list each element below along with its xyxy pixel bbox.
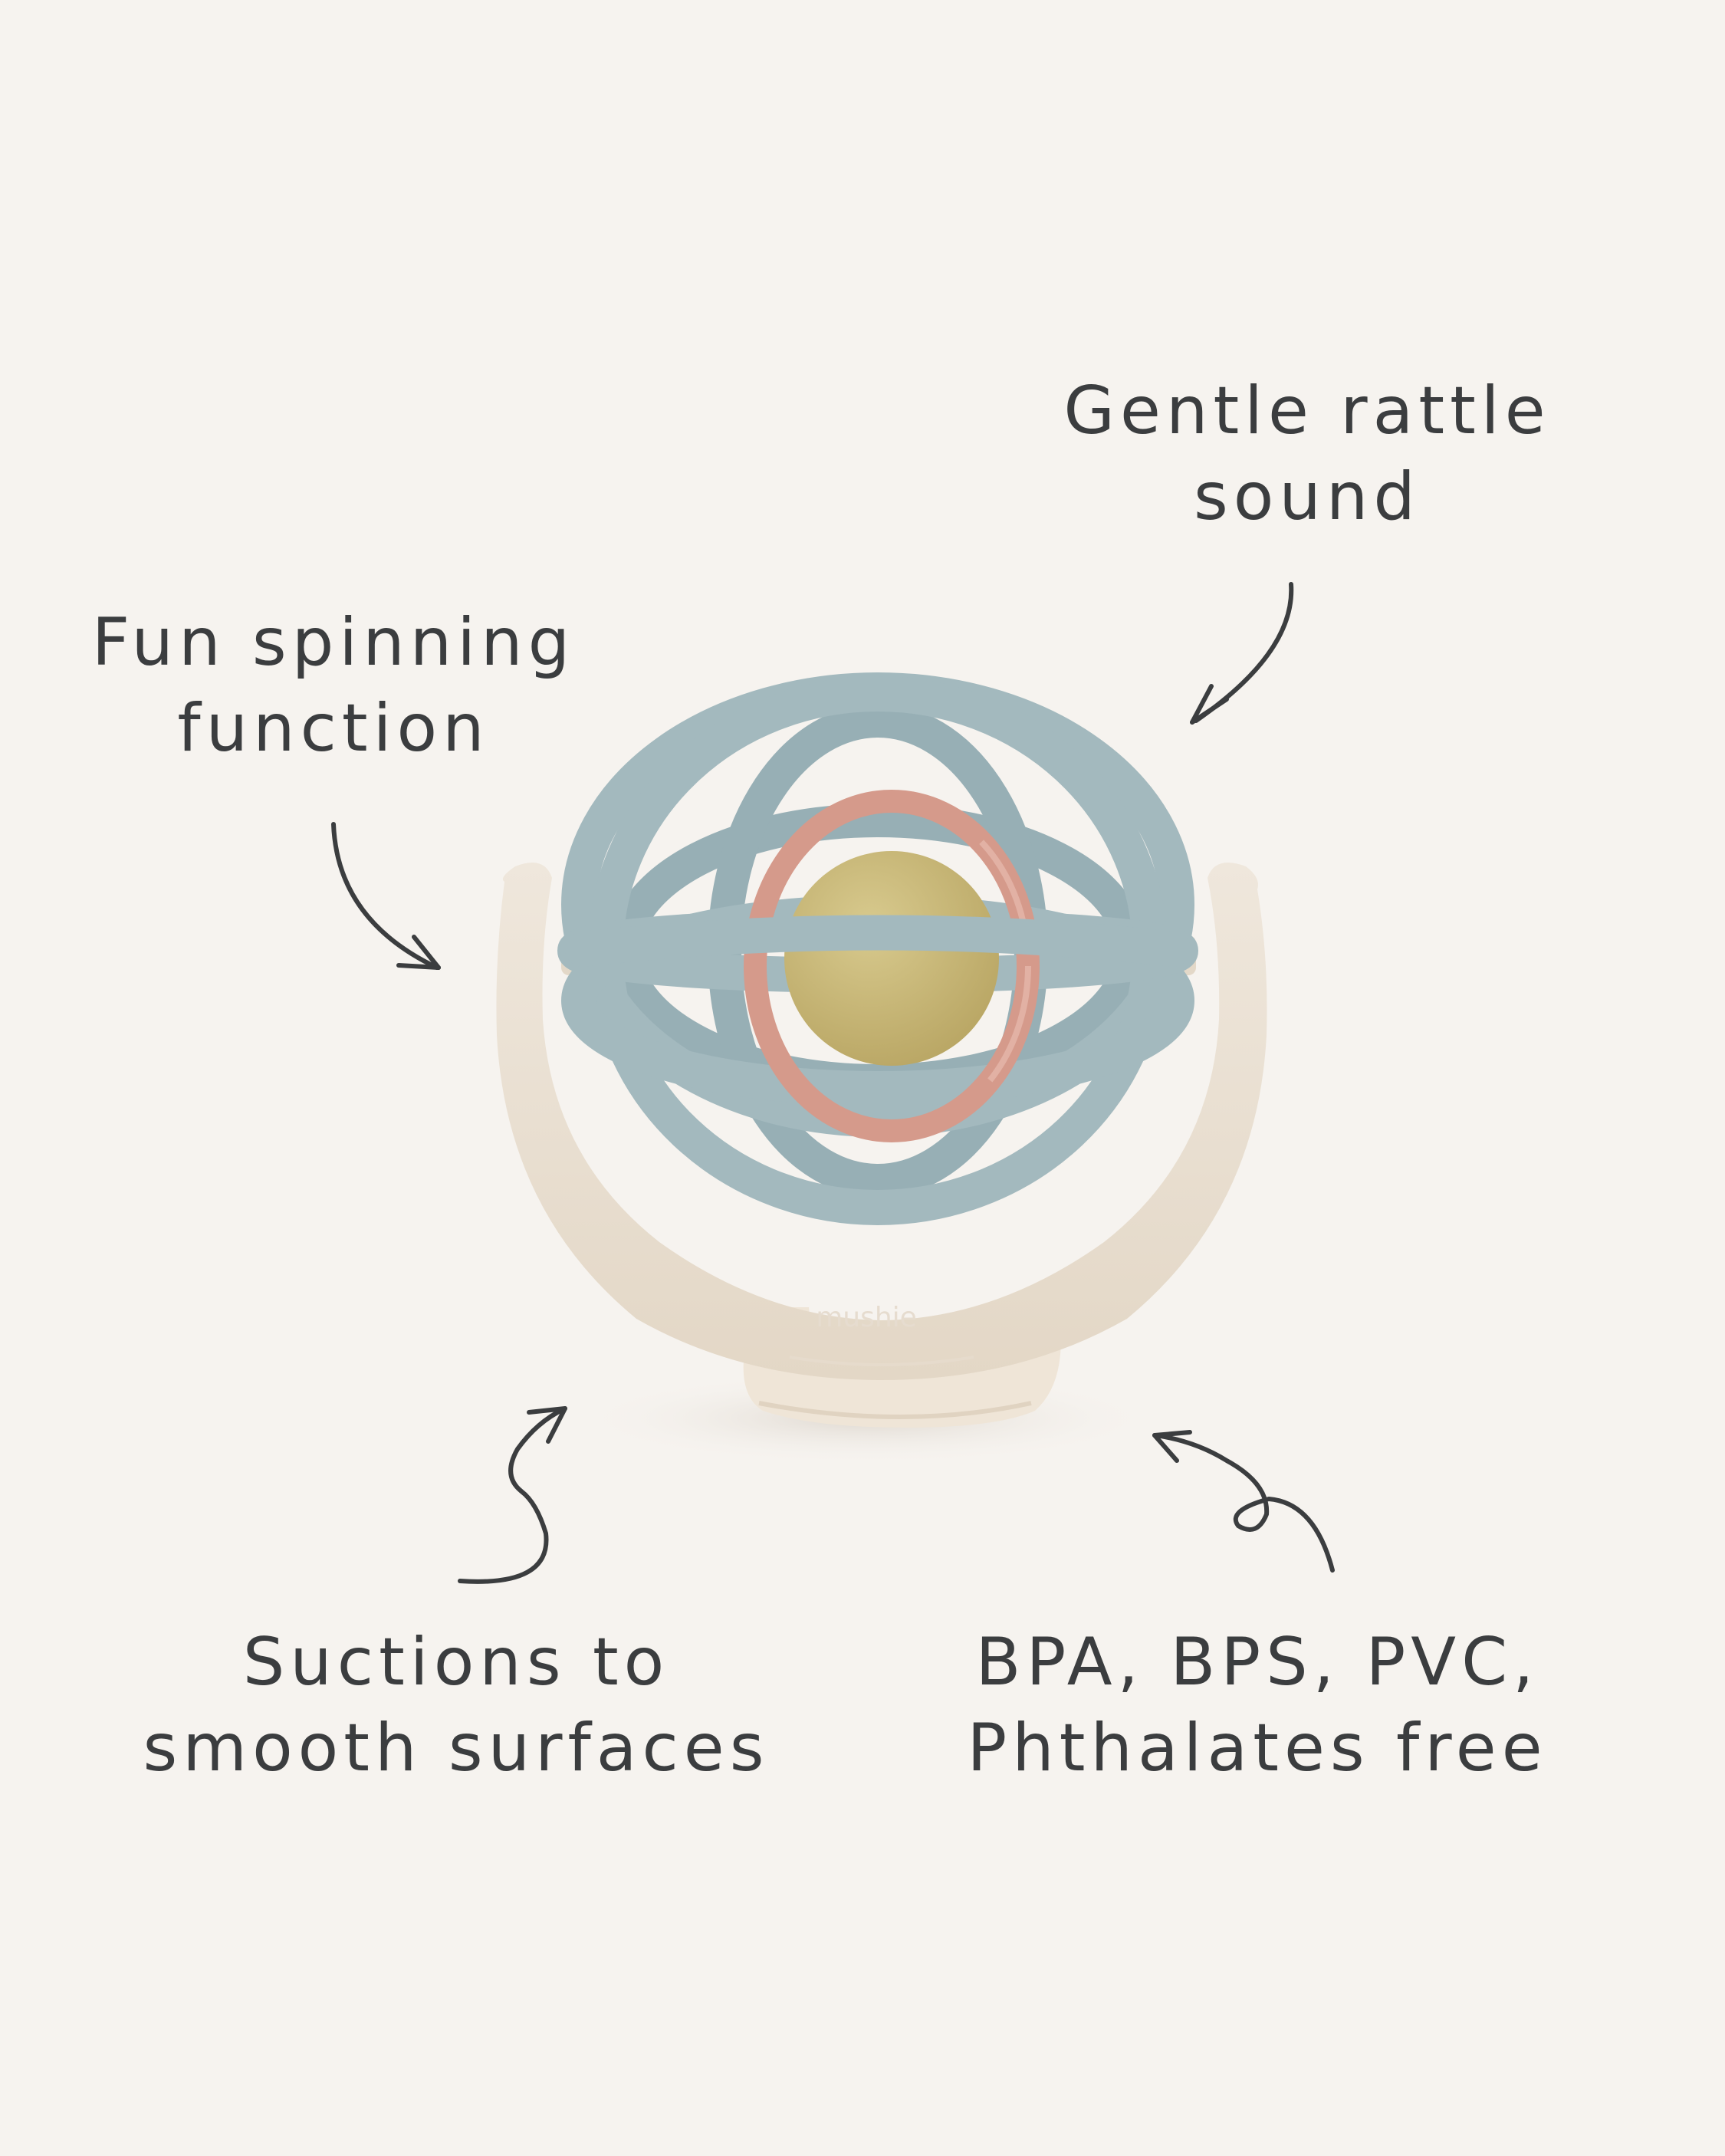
rattle-ball [784, 851, 999, 1066]
callout-rattle-line1: Gentle rattle [1063, 373, 1551, 449]
callout-spin-line1: Fun spinning [91, 604, 576, 681]
stand-crescent [496, 863, 1267, 1380]
callout-suction-line1: Suctions to [242, 1624, 670, 1701]
callout-spin: Fun spinning function [69, 600, 598, 771]
arrow-free-icon [1152, 1430, 1335, 1573]
pink-ring-highlight [752, 798, 1031, 1134]
callout-spin-line2: function [177, 690, 490, 767]
arrow-rattle-icon [1190, 582, 1294, 725]
arrow-suction-icon [458, 1406, 567, 1584]
callout-free-line1: BPA, BPS, PVC, [975, 1624, 1539, 1701]
brand-mark: mushie [816, 1302, 917, 1333]
callout-rattle-line2: sound [1193, 458, 1421, 535]
suction-cup [743, 1307, 1061, 1428]
callout-rattle: Gentle rattle sound [989, 368, 1625, 540]
callout-suction-line2: smooth surfaces [143, 1710, 770, 1786]
callout-suction: Suctions to smooth surfaces [130, 1619, 782, 1791]
callout-free: BPA, BPS, PVC, Phthalates free [905, 1619, 1610, 1791]
arrow-spin-icon [331, 822, 441, 970]
front-ring-bar [565, 915, 1191, 967]
callout-free-line2: Phthalates free [967, 1710, 1548, 1786]
